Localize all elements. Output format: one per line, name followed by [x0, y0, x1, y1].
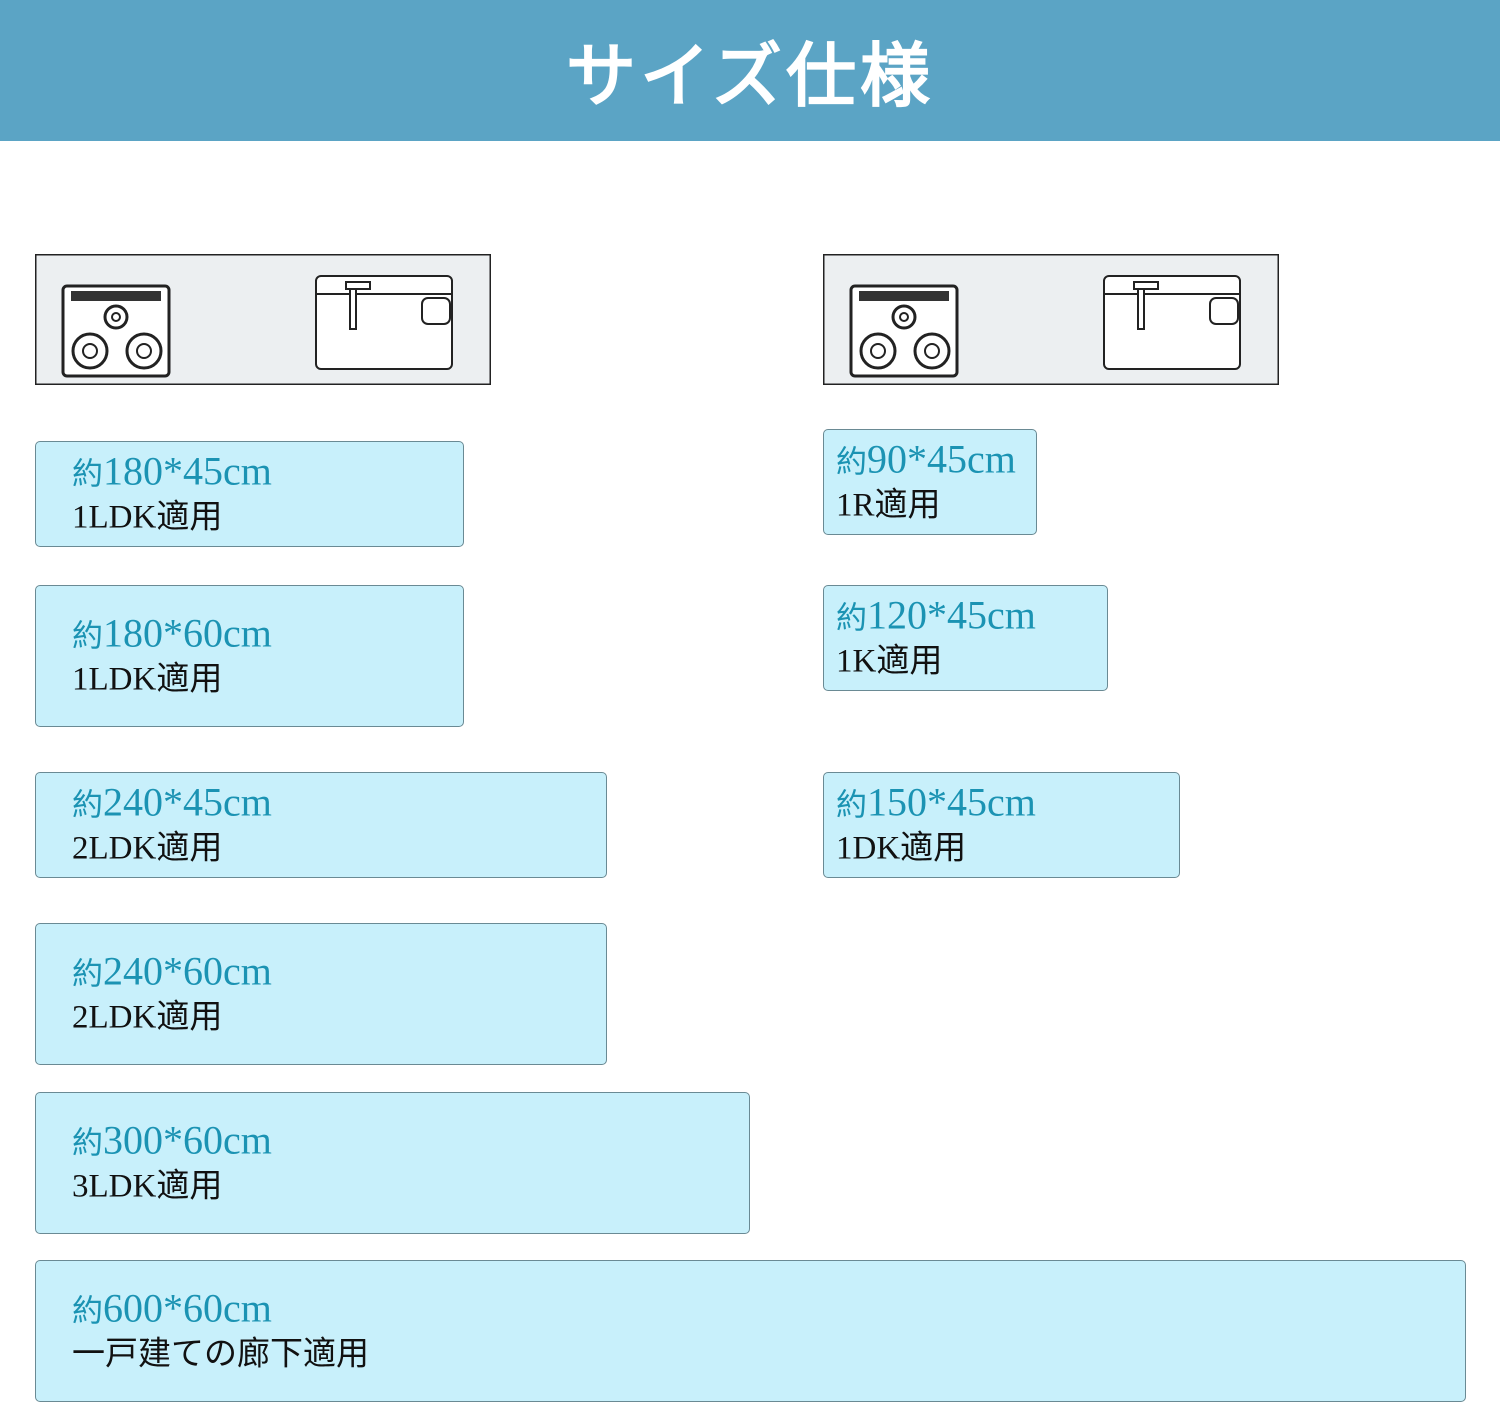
size-value: 120*45cm	[867, 592, 1036, 638]
size-usage: 1DK適用	[836, 830, 967, 867]
size-prefix: 約	[72, 1125, 103, 1161]
size-option-150x45: 約150*45cm 1DK適用	[823, 772, 1180, 878]
size-value: 150*45cm	[867, 779, 1036, 825]
size-usage: 1LDK適用	[72, 661, 223, 698]
size-option-240x45: 約240*45cm 2LDK適用	[35, 772, 607, 878]
size-usage: 一戸建ての廊下適用	[72, 1336, 369, 1373]
size-usage: 1LDK適用	[72, 499, 223, 536]
size-option-240x60: 約240*60cm 2LDK適用	[35, 923, 607, 1065]
size-option-90x45: 約90*45cm 1R適用	[823, 429, 1037, 535]
size-option-180x45: 約180*45cm 1LDK適用	[35, 441, 464, 547]
size-usage: 2LDK適用	[72, 999, 223, 1036]
page-title: サイズ仕様	[566, 34, 934, 117]
size-value: 180*60cm	[103, 610, 272, 656]
size-prefix: 約	[836, 787, 867, 823]
size-option-120x45: 約120*45cm 1K適用	[823, 585, 1108, 691]
size-prefix: 約	[836, 444, 867, 480]
size-prefix: 約	[72, 1293, 103, 1329]
size-value: 90*45cm	[867, 436, 1016, 482]
size-value: 300*60cm	[103, 1117, 272, 1163]
size-option-600x60: 約600*60cm 一戸建ての廊下適用	[35, 1260, 1466, 1402]
kitchen-counter-icon	[35, 254, 491, 385]
size-prefix: 約	[836, 600, 867, 636]
size-value: 240*60cm	[103, 948, 272, 994]
size-usage: 3LDK適用	[72, 1168, 223, 1205]
size-prefix: 約	[72, 956, 103, 992]
kitchen-counter-icon	[823, 254, 1279, 385]
size-value: 240*45cm	[103, 779, 272, 825]
size-value: 180*45cm	[103, 448, 272, 494]
size-prefix: 約	[72, 618, 103, 654]
size-usage: 1K適用	[836, 643, 943, 680]
size-prefix: 約	[72, 456, 103, 492]
size-usage: 2LDK適用	[72, 830, 223, 867]
size-value: 600*60cm	[103, 1285, 272, 1331]
size-prefix: 約	[72, 787, 103, 823]
size-usage: 1R適用	[836, 487, 941, 524]
size-option-180x60: 約180*60cm 1LDK適用	[35, 585, 464, 727]
header-banner: サイズ仕様	[0, 0, 1500, 141]
size-option-300x60: 約300*60cm 3LDK適用	[35, 1092, 750, 1234]
